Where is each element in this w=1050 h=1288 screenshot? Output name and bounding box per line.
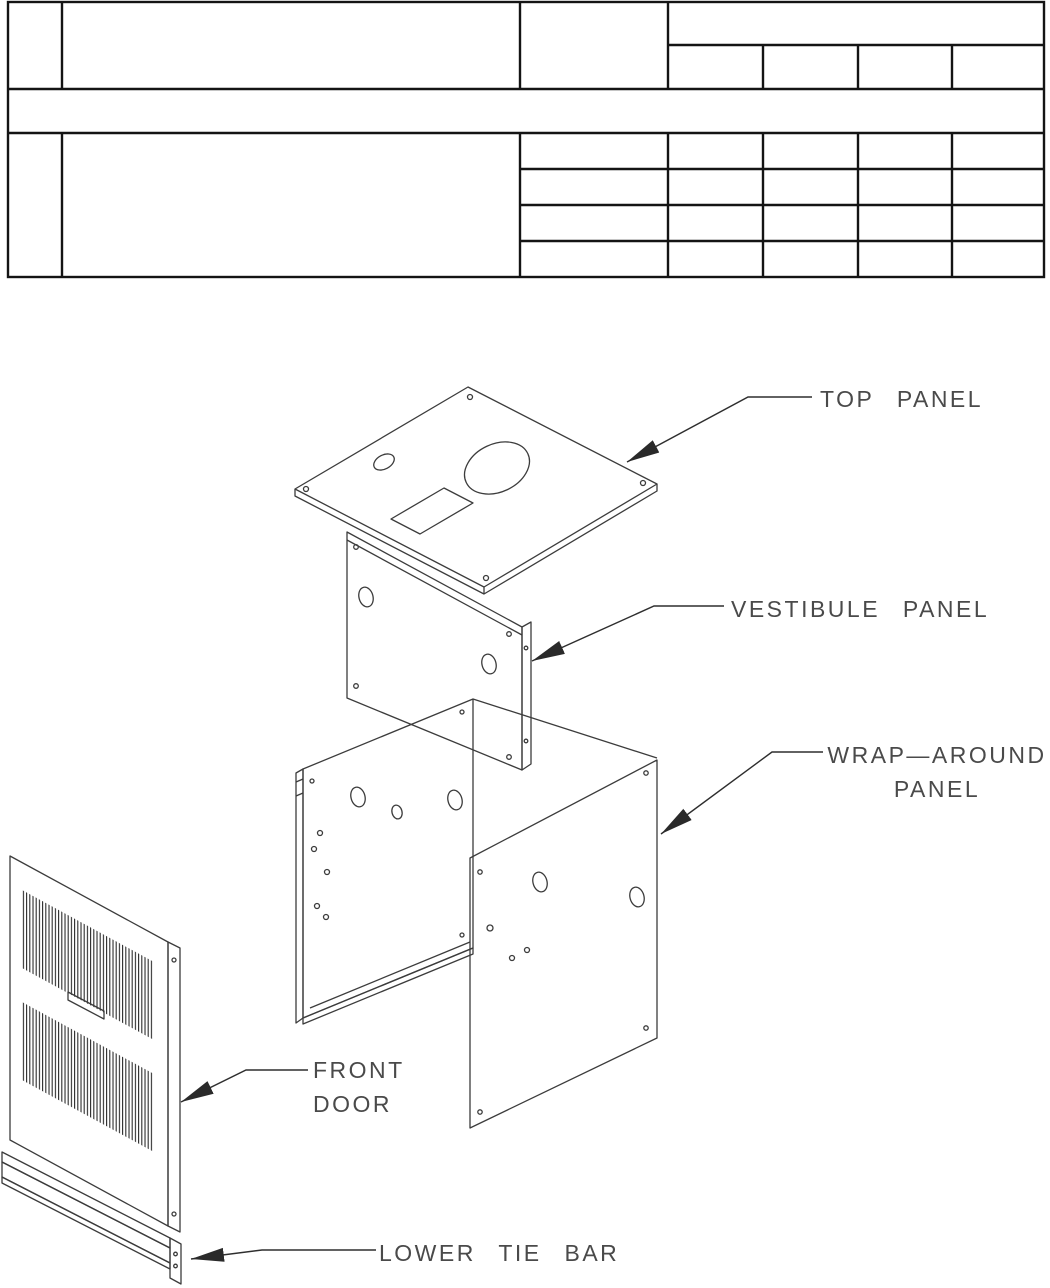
top-panel-part [294,386,658,595]
wrap-around-panel-label: WRAP—AROUND PANEL [826,738,1048,806]
front-door-label: FRONT DOOR [313,1053,405,1121]
top-panel-label: TOP PANEL [820,386,984,412]
front-door-part [9,855,181,1233]
front-door-handle [67,991,105,1020]
front-door-lower-louvers [22,1002,154,1152]
wrap-around-panel-label-line2: PANEL [893,776,981,802]
top-panel-leader-line [626,396,812,463]
top-panel-square-hole [390,487,474,535]
front-door-label-line2: DOOR [313,1091,392,1117]
top-panel-flue-hole [463,441,531,495]
parts-table [6,0,1046,279]
vestibule-panel-leader-line [531,605,724,662]
lower-tie-bar-leader-line [190,1247,376,1262]
top-panel-small-hole [373,453,395,471]
wrap-around-panel-label-line1: WRAP—AROUND [827,742,1047,768]
front-door-label-line1: FRONT [313,1057,405,1083]
front-door-upper-louvers [22,890,154,1040]
lower-tie-bar-label: LOWER TIE BAR [379,1240,620,1266]
parts-table-border [6,0,1046,279]
front-door-leader-line [180,1069,308,1103]
wrap-around-panel-part [295,698,658,1129]
vestibule-panel-part [346,531,532,771]
lower-tie-bar-part [1,1151,182,1285]
vestibule-panel-label: VESTIBULE PANEL [731,596,990,622]
wrap-around-panel-leader-line [660,751,823,835]
